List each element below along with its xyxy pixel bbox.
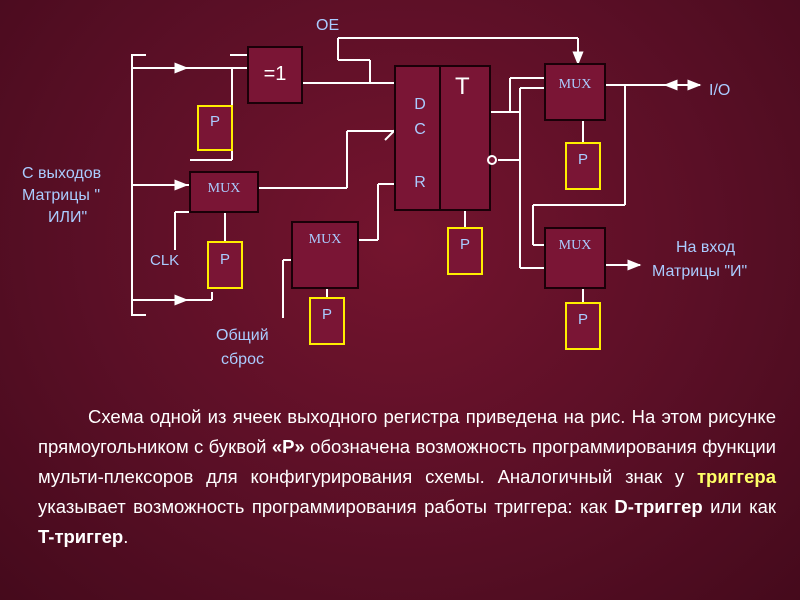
source-label-line1: С выходов xyxy=(22,165,101,182)
clk-label: CLK xyxy=(150,252,179,269)
mux-feedback: MUX xyxy=(544,227,606,289)
p-label: P xyxy=(220,251,230,268)
caption-paragraph: Схема одной из ячеек выходного регистра … xyxy=(38,402,776,552)
mux-label: MUX xyxy=(559,238,592,253)
caption-text-1: Схема одной из ячеек выходного регистра … xyxy=(38,406,776,457)
mux-label: MUX xyxy=(208,181,241,196)
trigger-input-c: C xyxy=(414,121,426,138)
p-box-xor: P xyxy=(197,105,233,151)
mux-reset: MUX xyxy=(291,221,359,289)
oe-label: OE xyxy=(316,17,339,34)
caption-trigger-term: триггера xyxy=(696,466,776,487)
mux-clock: MUX xyxy=(189,171,259,213)
xor-label: =1 xyxy=(264,63,287,85)
caption-text-3: указывает возможность программирования р… xyxy=(38,496,615,517)
p-boxes: P P P P P P xyxy=(197,105,601,350)
source-label-line3: ИЛИ" xyxy=(48,209,87,226)
p-label: P xyxy=(210,113,220,130)
dest-label-line1: На вход xyxy=(676,239,736,256)
reset-label-line2: сброс xyxy=(221,351,264,368)
caption-t-trigger: T-триггер xyxy=(38,526,124,547)
p-label: P xyxy=(578,151,588,168)
trigger-block: T D C R xyxy=(394,65,497,211)
caption-text-4: или как xyxy=(702,496,776,517)
p-box-mux-feedback: P xyxy=(565,302,601,350)
mux-output: MUX xyxy=(544,63,606,121)
caption-text-5: . xyxy=(123,526,129,547)
p-label: P xyxy=(460,236,470,253)
io-label: I/O xyxy=(709,82,730,99)
xor-block: =1 xyxy=(247,46,303,104)
register-cell-diagram: =1 MUX MUX MUX MUX T D C R P P xyxy=(22,17,747,368)
caption-p-mark: «P» xyxy=(271,436,305,457)
p-box-mux-reset: P xyxy=(309,297,345,345)
p-label: P xyxy=(322,306,332,323)
diagram-labels: OE I/O CLK С выходов Матрицы " ИЛИ" Общи… xyxy=(22,17,747,368)
p-box-mux-clock: P xyxy=(207,241,243,289)
p-box-mux-output: P xyxy=(565,142,601,190)
p-label: P xyxy=(578,311,588,328)
mux-label: MUX xyxy=(559,77,592,92)
reset-label-line1: Общий xyxy=(216,327,269,344)
trigger-input-d: D xyxy=(414,96,426,113)
trigger-input-r: R xyxy=(414,174,426,191)
dest-label-line2: Матрицы "И" xyxy=(652,263,747,280)
p-box-trigger: P xyxy=(447,227,483,275)
source-label-line2: Матрицы " xyxy=(22,187,100,204)
mux-label: MUX xyxy=(309,232,342,247)
wires xyxy=(131,37,702,318)
inverted-output-icon xyxy=(487,155,497,165)
caption-text-2: обозначена возможность программирования … xyxy=(38,436,776,487)
trigger-label: T xyxy=(455,73,470,100)
caption-d-trigger: D-триггер xyxy=(614,496,703,517)
